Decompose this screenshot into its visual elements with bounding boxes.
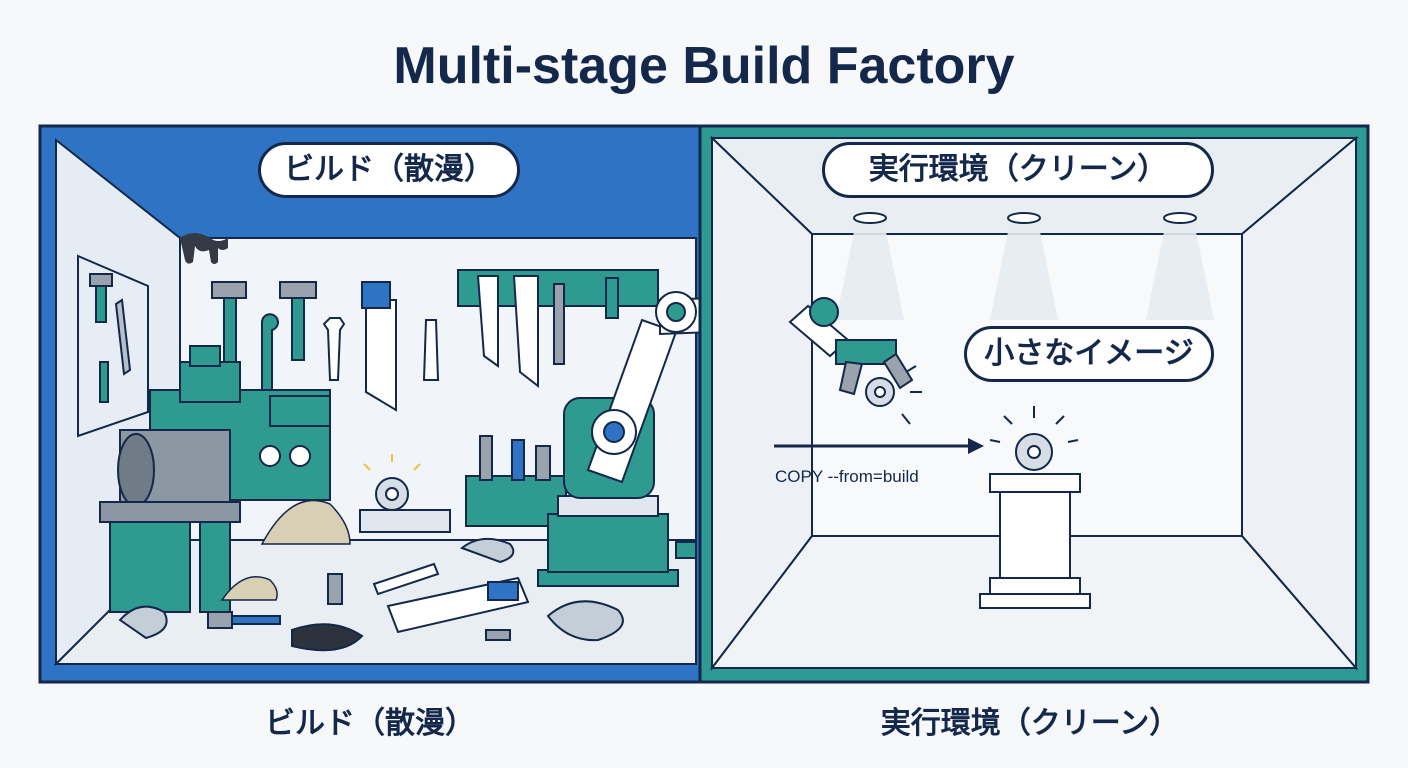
floor-clutter — [118, 537, 624, 652]
oil-puddle — [291, 623, 364, 652]
wrench-icon — [322, 317, 346, 381]
small-image-gear-icon — [989, 406, 1079, 471]
build-room-bottom-label: ビルド（散漫） — [265, 706, 475, 741]
gear-icon — [363, 454, 421, 511]
toolbox-icon — [465, 435, 567, 527]
pegboard-pliers-icon — [114, 298, 132, 376]
pegboard-hammer-icon — [95, 281, 107, 323]
build-room-label: ビルド（散漫） — [258, 142, 520, 198]
wrench-icon-2 — [422, 319, 440, 381]
small-image-label: 小さなイメージ — [964, 326, 1214, 382]
rack-saw-icon — [476, 275, 499, 368]
floor-hammer-icon — [207, 611, 233, 629]
pedestal-icon — [979, 473, 1091, 609]
pegboard-screwdriver-icon — [99, 361, 109, 403]
rack-file-icon — [553, 283, 565, 365]
arrow-right-icon — [774, 438, 984, 454]
runtime-room-bottom-label: 実行環境（クリーン） — [880, 706, 1180, 741]
oil-drip — [180, 233, 228, 264]
floor-rag — [546, 600, 624, 642]
runtime-room — [698, 124, 1370, 684]
build-room — [38, 124, 821, 684]
screwdriver-icon — [261, 313, 279, 391]
page-title: Multi-stage Build Factory — [393, 37, 1015, 95]
rack-screwdriver-icon — [605, 277, 619, 319]
lathe-icon — [99, 345, 331, 613]
rack-saw-icon-2 — [512, 275, 539, 389]
robot-gripper-icon — [788, 297, 922, 425]
hammer-icon-2 — [279, 281, 317, 299]
runtime-room-label: 実行環境（クリーン） — [822, 142, 1214, 198]
sawdust-piles — [220, 499, 351, 601]
hanging-tools — [211, 281, 440, 412]
floor-wrench-icon — [372, 562, 440, 596]
hammer-icon — [211, 281, 247, 299]
spotlight-icon — [836, 212, 1214, 320]
copy-command-label: COPY --from=build — [775, 467, 919, 486]
